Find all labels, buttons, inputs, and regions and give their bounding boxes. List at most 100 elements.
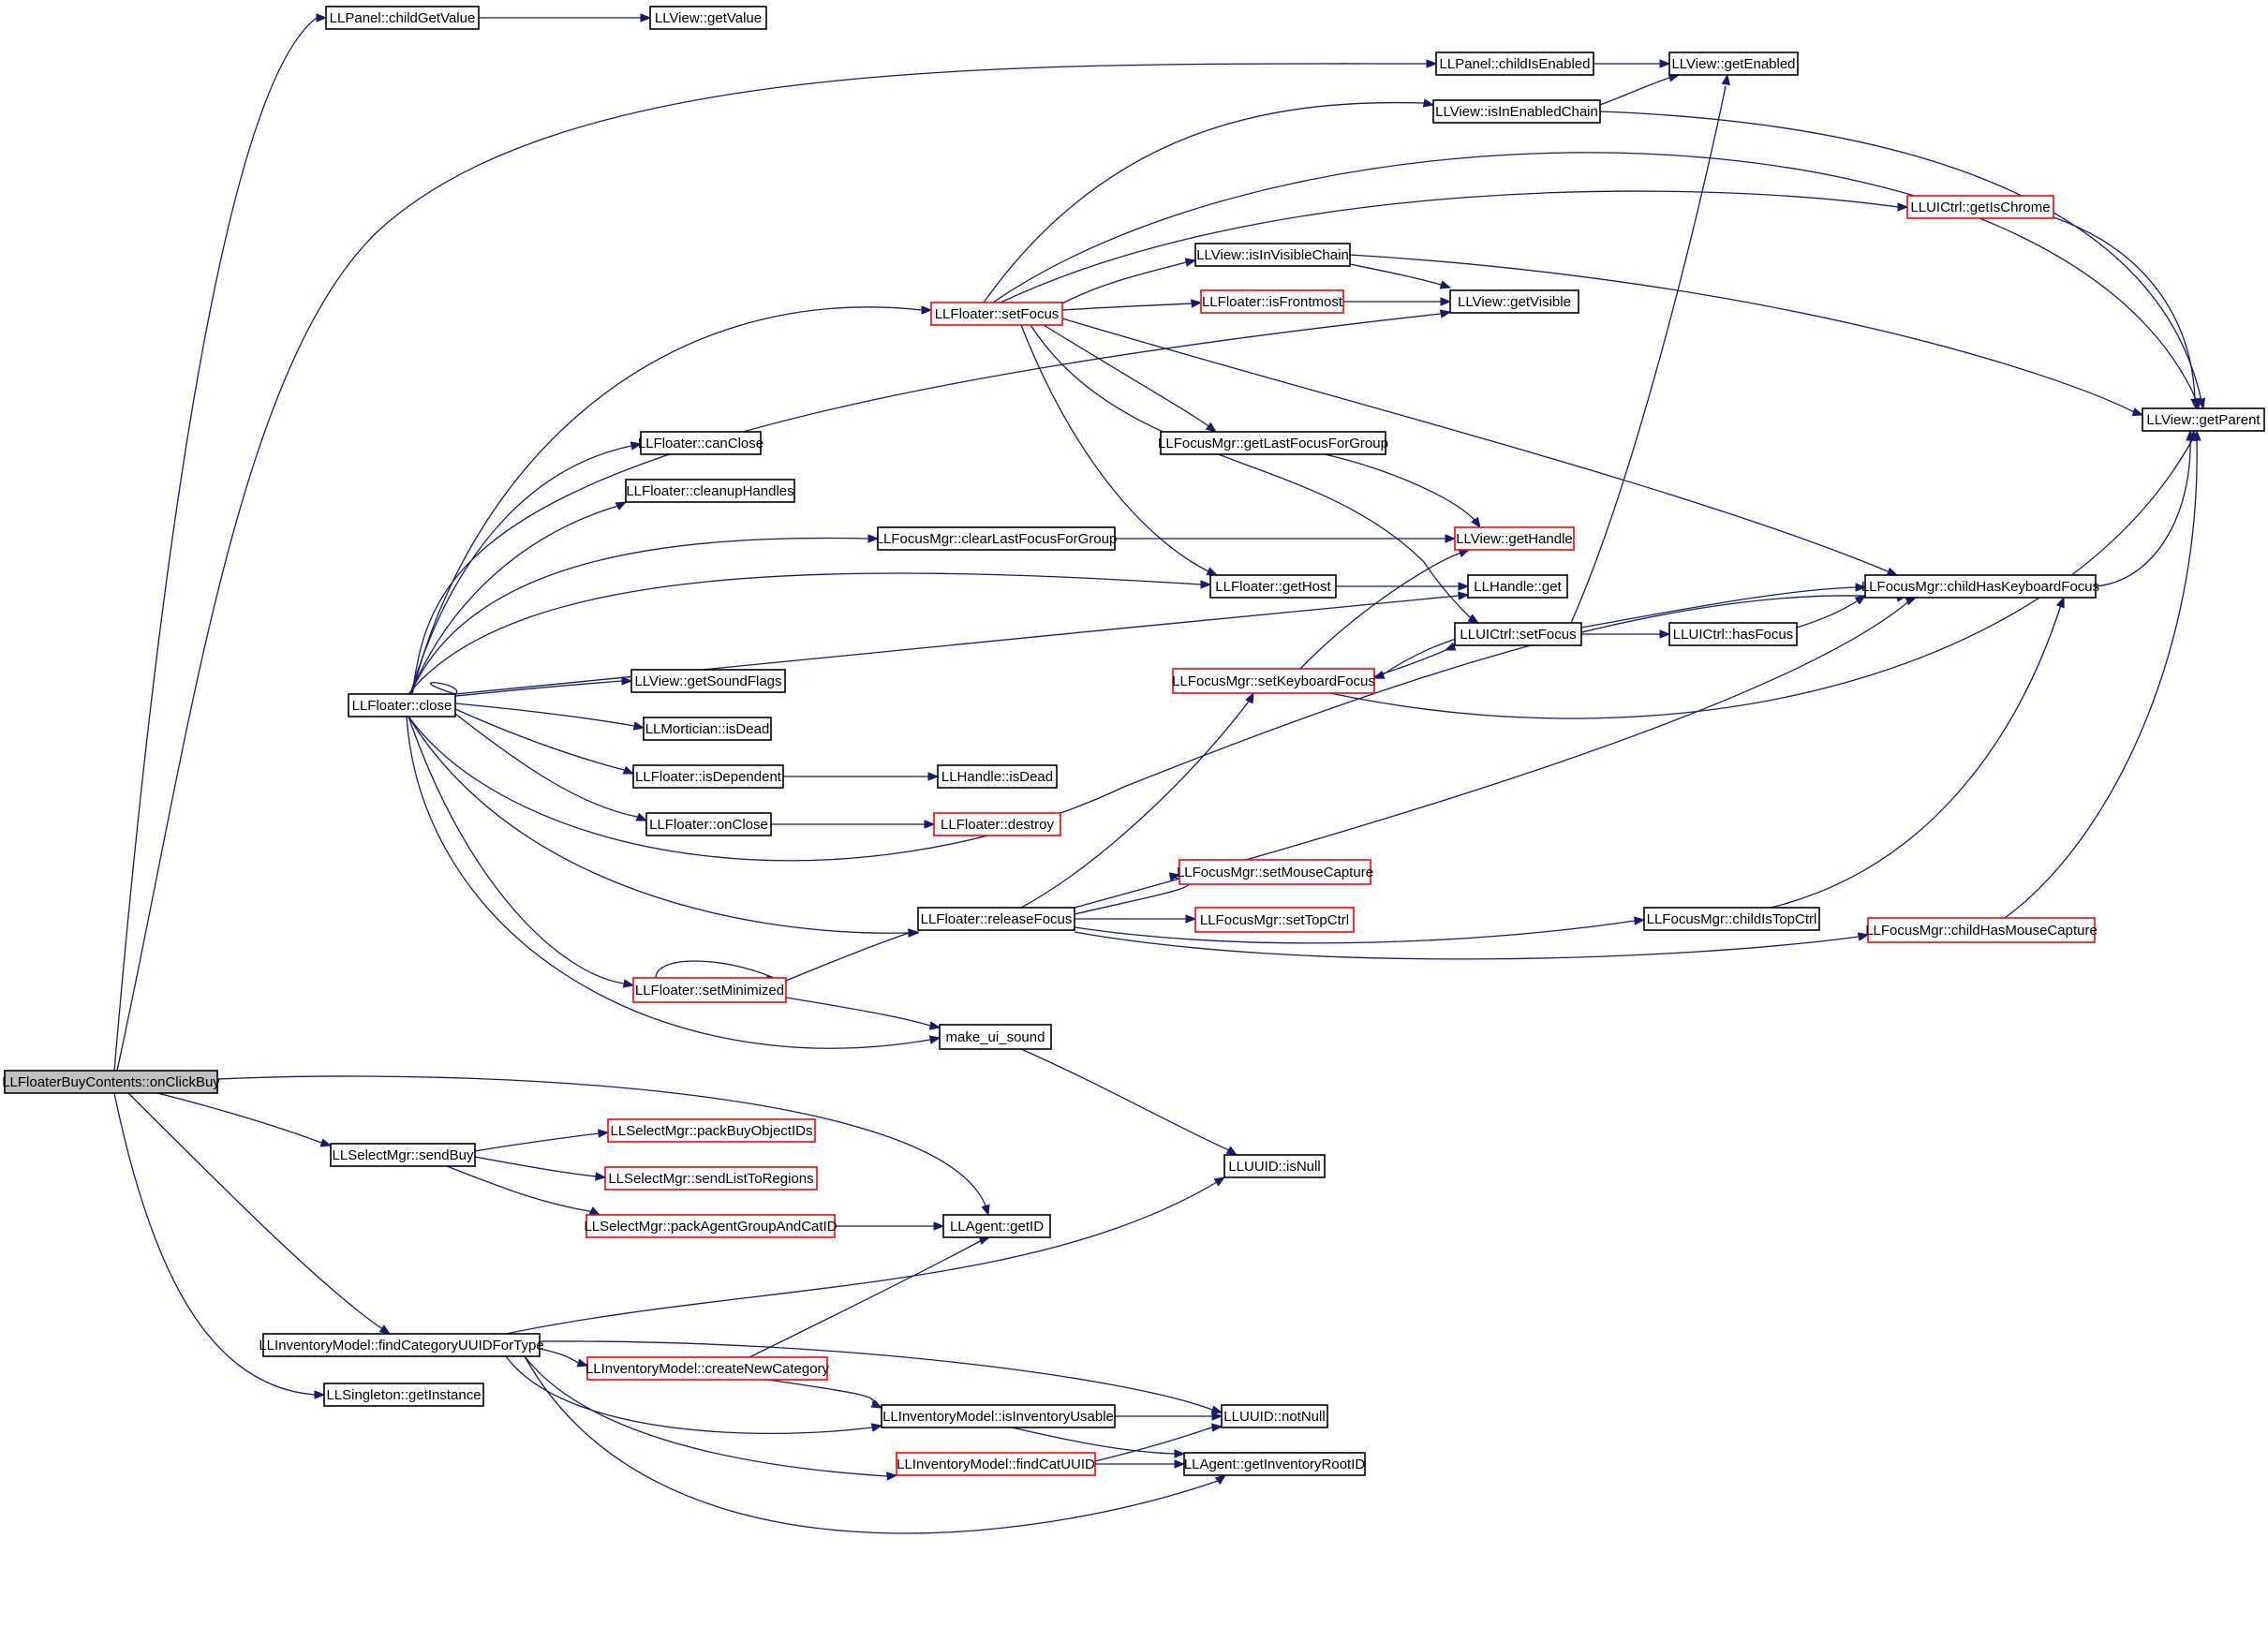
- call-edge: [1599, 111, 2202, 402]
- graph-node-has-focus[interactable]: LLUICtrl::hasFocus: [1668, 622, 1798, 646]
- arrowhead: [1214, 1474, 1227, 1486]
- arrowhead: [927, 772, 940, 781]
- node-label: LLFocusMgr::clearLastFocusForGroup: [876, 531, 1118, 547]
- graph-node-get-parent[interactable]: LLView::getParent: [2142, 407, 2265, 432]
- arrowhead: [1206, 567, 1219, 576]
- node-box: [632, 764, 784, 789]
- arrowhead: [630, 441, 643, 451]
- call-edge: [749, 1238, 985, 1358]
- graph-node-is-in-enabled-chain[interactable]: LLView::isInEnabledChain: [1432, 99, 1601, 124]
- graph-node-child-is-enabled[interactable]: LLPanel::childIsEnabled: [1435, 52, 1594, 76]
- call-edge: [454, 713, 638, 818]
- node-box: [649, 6, 767, 30]
- graph-node-can-close[interactable]: LLFloater::canClose: [638, 431, 763, 455]
- arrowhead: [1211, 1423, 1223, 1432]
- node-box: [917, 907, 1075, 931]
- node-label: LLSelectMgr::sendBuy: [333, 1147, 474, 1163]
- node-box: [933, 812, 1061, 836]
- call-edge: [1324, 453, 1476, 522]
- arrowhead: [924, 820, 936, 829]
- graph-node-clear-last-focus-for-group[interactable]: LLFocusMgr::clearLastFocusForGroup: [876, 526, 1118, 551]
- graph-node-is-dependent[interactable]: LLFloater::isDependent: [632, 764, 784, 789]
- graph-node-child-has-keyboard-focus[interactable]: LLFocusMgr::childHasKeyboardFocus: [1861, 574, 2099, 599]
- call-edge: [1796, 599, 1860, 629]
- graph-node-floater-close[interactable]: LLFloater::close: [348, 693, 456, 717]
- node-label: LLView::getVisible: [1458, 294, 1571, 310]
- node-label: LLFloater::onClose: [649, 817, 768, 833]
- graph-node-create-new-category[interactable]: LLInventoryModel::createNewCategory: [586, 1356, 830, 1381]
- call-edge: [127, 1092, 385, 1331]
- graph-node-get-last-focus-for-group[interactable]: LLFocusMgr::getLastFocusForGroup: [1158, 431, 1388, 455]
- graph-node-pack-agent-group-and-cat-i-d[interactable]: LLSelectMgr::packAgentGroupAndCatID: [584, 1214, 838, 1238]
- graph-node-uictrl-set-focus[interactable]: LLUICtrl::setFocus: [1454, 622, 1582, 646]
- arrowhead: [1191, 299, 1203, 308]
- graph-node-get-handle[interactable]: LLView::getHandle: [1454, 526, 1575, 551]
- call-edge: [1599, 76, 1673, 106]
- node-label: LLPanel::childGetValue: [330, 10, 476, 26]
- graph-node-mortician-is-dead[interactable]: LLMortician::isDead: [643, 717, 772, 741]
- arrowhead: [1458, 582, 1470, 591]
- arrowhead: [1634, 916, 1646, 925]
- graph-node-send-list-to-regions[interactable]: LLSelectMgr::sendListToRegions: [604, 1166, 818, 1191]
- call-edge: [474, 1156, 597, 1177]
- graph-node-get-is-chrome[interactable]: LLUICtrl::getIsChrome: [1906, 195, 2054, 219]
- graph-node-make-ui-sound[interactable]: make_ui_sound: [939, 1024, 1052, 1050]
- graph-node-is-inventory-usable[interactable]: LLInventoryModel::isInventoryUsable: [881, 1404, 1116, 1428]
- graph-node-get-enabled[interactable]: LLView::getEnabled: [1668, 52, 1799, 76]
- arrowhead: [1458, 591, 1470, 600]
- node-box: [937, 764, 1058, 789]
- graph-node-get-value[interactable]: LLView::getValue: [649, 6, 767, 30]
- call-edge: [1074, 876, 1190, 915]
- graph-node-set-keyboard-focus[interactable]: LLFocusMgr::setKeyboardFocus: [1172, 668, 1375, 694]
- graph-node-get-instance[interactable]: LLSingleton::getInstance: [323, 1383, 484, 1407]
- arrowhead: [1659, 629, 1671, 639]
- graph-node-set-mouse-capture[interactable]: LLFocusMgr::setMouseCapture: [1177, 859, 1373, 885]
- graph-node-pack-buy-object-i-ds[interactable]: LLSelectMgr::packBuyObjectIDs: [607, 1118, 816, 1143]
- arrowhead: [1458, 549, 1471, 558]
- call-edge: [409, 537, 869, 695]
- graph-node-release-focus[interactable]: LLFloater::releaseFocus: [917, 907, 1075, 931]
- graph-node-not-null[interactable]: LLUUID::notNull: [1221, 1404, 1328, 1428]
- graph-node-get-inventory-root-i-d[interactable]: LLAgent::getInventoryRootID: [1183, 1452, 1366, 1476]
- graph-node-floater-set-focus[interactable]: LLFloater::setFocus: [930, 302, 1063, 326]
- node-box: [1454, 622, 1582, 646]
- graph-node-destroy[interactable]: LLFloater::destroy: [933, 812, 1061, 836]
- arrowhead: [622, 979, 635, 988]
- graph-node-is-frontmost[interactable]: LLFloater::isFrontmost: [1200, 289, 1344, 314]
- graph-node-cleanup-handles[interactable]: LLFloater::cleanupHandles: [625, 479, 795, 503]
- call-edge: [113, 17, 318, 1072]
- graph-node-get-visible[interactable]: LLView::getVisible: [1449, 289, 1579, 314]
- node-label: LLFloater::cleanupHandles: [626, 483, 793, 499]
- call-edge: [2053, 216, 2196, 400]
- arrowhead: [1426, 59, 1438, 68]
- graph-node-on-click-buy[interactable]: LLFloaterBuyContents::onClickBuy: [2, 1070, 220, 1094]
- arrowhead: [921, 305, 933, 315]
- graph-node-child-has-mouse-capture[interactable]: LLFocusMgr::childHasMouseCapture: [1865, 917, 2098, 943]
- graph-node-get-sound-flags[interactable]: LLView::getSoundFlags: [630, 669, 786, 693]
- graph-node-set-minimized[interactable]: LLFloater::setMinimized: [632, 977, 787, 1003]
- call-edge: [408, 716, 625, 984]
- call-edge: [1074, 931, 1860, 960]
- node-box: [930, 302, 1063, 326]
- call-edge: [1061, 261, 1187, 304]
- graph-node-is-null[interactable]: LLUUID::isNull: [1223, 1154, 1326, 1178]
- graph-node-get-i-d[interactable]: LLAgent::getID: [942, 1214, 1051, 1238]
- graph-node-send-buy[interactable]: LLSelectMgr::sendBuy: [330, 1143, 476, 1167]
- node-box: [640, 431, 762, 455]
- node-label: LLView::getHandle: [1456, 531, 1573, 547]
- graph-node-find-cat-u-u-i-d[interactable]: LLInventoryModel::findCatUUID: [896, 1452, 1096, 1476]
- graph-node-child-get-value[interactable]: LLPanel::childGetValue: [325, 6, 480, 30]
- graph-node-handle-is-dead[interactable]: LLHandle::isDead: [937, 764, 1058, 789]
- graph-node-set-top-ctrl[interactable]: LLFocusMgr::setTopCtrl: [1194, 907, 1355, 933]
- node-box: [325, 6, 480, 30]
- call-edge: [1020, 324, 1209, 572]
- arrowhead: [867, 534, 880, 543]
- graph-node-child-is-top-ctrl[interactable]: LLFocusMgr::childIsTopCtrl: [1643, 907, 1820, 931]
- graph-node-get-host[interactable]: LLFloater::getHost: [1209, 574, 1337, 599]
- graph-node-on-close[interactable]: LLFloater::onClose: [645, 812, 772, 836]
- arrowhead: [928, 1035, 941, 1044]
- arrowhead: [870, 1423, 883, 1432]
- graph-node-find-category-u-u-i-d-for-type[interactable]: LLInventoryModel::findCategoryUUIDForTyp…: [259, 1333, 544, 1357]
- graph-node-handle-get[interactable]: LLHandle::get: [1467, 574, 1568, 599]
- graph-node-is-in-visible-chain[interactable]: LLView::isInVisibleChain: [1194, 243, 1351, 267]
